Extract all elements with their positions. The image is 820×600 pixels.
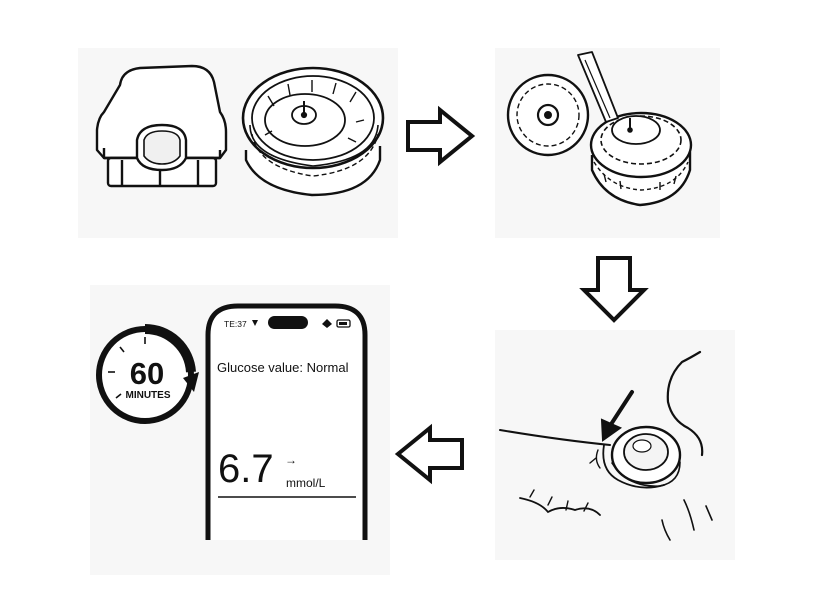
phone-status-time: TE:37 bbox=[224, 319, 247, 329]
peeled-cover bbox=[506, 73, 590, 157]
timer-badge bbox=[96, 323, 199, 424]
timer-unit: MINUTES bbox=[126, 390, 171, 401]
wifi-icon bbox=[322, 319, 332, 328]
applicator-ready bbox=[577, 51, 693, 207]
sensor-pack bbox=[241, 66, 385, 197]
arrow-down-icon bbox=[579, 256, 649, 323]
skin-with-sensor bbox=[499, 350, 713, 541]
arrow-right-icon bbox=[406, 105, 476, 167]
glucose-reading-unit: mmol/L bbox=[286, 476, 326, 490]
location-icon bbox=[252, 320, 258, 326]
timer-number: 60 bbox=[130, 356, 164, 391]
trend-arrow-icon: → bbox=[285, 453, 297, 467]
smartphone bbox=[205, 303, 368, 540]
pointer-arrow-icon bbox=[600, 390, 634, 442]
battery-icon bbox=[336, 319, 351, 328]
sensor-applicator-cap bbox=[95, 64, 228, 188]
glucose-reading-value: 6.7 bbox=[218, 447, 274, 491]
glucose-status-text: Glucose value: Normal bbox=[217, 360, 349, 375]
arrow-left-icon bbox=[394, 423, 464, 485]
camera-notch bbox=[268, 316, 308, 329]
